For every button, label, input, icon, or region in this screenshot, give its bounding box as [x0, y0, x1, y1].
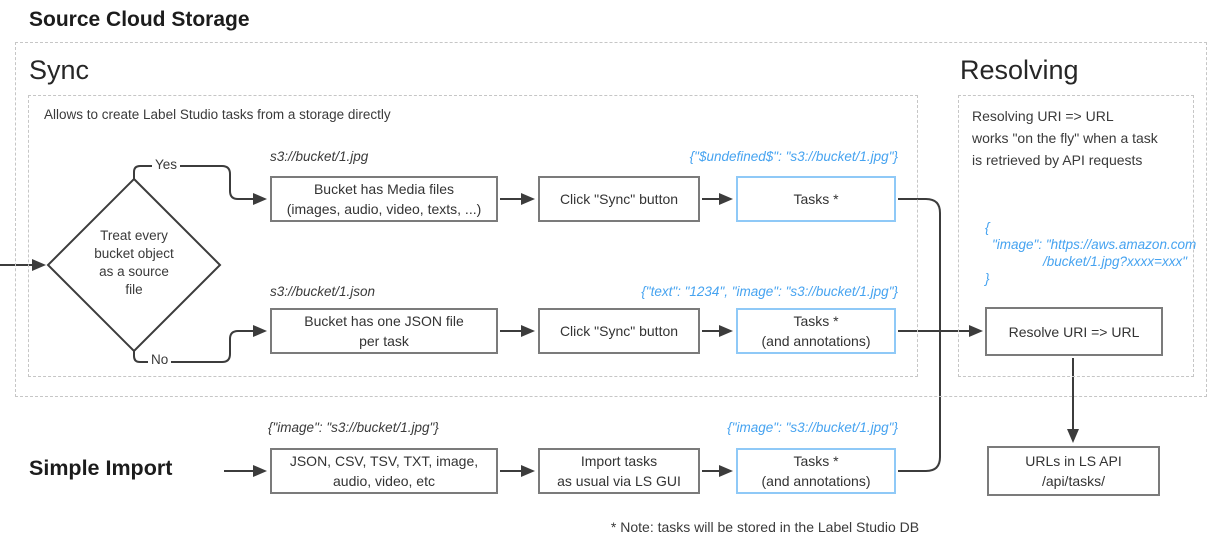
- json-uri-label: s3://bucket/1.json: [270, 284, 376, 299]
- resolving-inner-container: [958, 95, 1194, 377]
- sync-description: Allows to create Label Studio tasks from…: [44, 107, 391, 122]
- decision-diamond-label: Treat every bucket object as a source fi…: [94, 228, 174, 297]
- click-sync-button-box-2: Click "Sync" button: [538, 308, 700, 354]
- tasks-box-3: Tasks * (and annotations): [736, 448, 896, 494]
- import-tasks-gui-box: Import tasks as usual via LS GUI: [538, 448, 700, 494]
- import-formats-box: JSON, CSV, TSV, TXT, image, audio, video…: [270, 448, 498, 494]
- yes-branch-label: Yes: [152, 157, 181, 172]
- urls-in-ls-api-box: URLs in LS API /api/tasks/: [987, 446, 1160, 496]
- resolving-json-sample: { "image": "https://aws.amazon.com /buck…: [985, 220, 1197, 286]
- storage-outer-container: [15, 42, 1207, 397]
- connector-tasks3-merge: [898, 331, 941, 472]
- tasks3-json-label: {"image": "s3://bucket/1.jpg"}: [727, 420, 898, 435]
- media-uri-label: s3://bucket/1.jpg: [270, 149, 369, 164]
- tasks-box-1: Tasks *: [736, 176, 896, 222]
- bucket-media-files-box: Bucket has Media files (images, audio, v…: [270, 176, 498, 222]
- tasks1-json-label: {"$undefined$": "s3://bucket/1.jpg"}: [689, 149, 898, 164]
- simple-import-input-label: {"image": "s3://bucket/1.jpg"}: [268, 420, 439, 435]
- click-sync-button-box-1: Click "Sync" button: [538, 176, 700, 222]
- connector-tasks1-merge: [898, 198, 941, 331]
- footnote: * Note: tasks will be stored in the Labe…: [610, 519, 920, 535]
- sync-heading: Sync: [29, 55, 90, 85]
- arrow-yes-branch: [133, 165, 267, 205]
- bucket-json-file-box: Bucket has one JSON file per task: [270, 308, 498, 354]
- sync-inner-container: [28, 95, 918, 377]
- tasks-box-2: Tasks * (and annotations): [736, 308, 896, 354]
- resolving-description: Resolving URI => URL works "on the fly" …: [972, 108, 1158, 168]
- tasks2-json-label: {"text": "1234", "image": "s3://bucket/1…: [641, 284, 898, 299]
- arrow-no-branch: [133, 325, 267, 363]
- resolve-uri-box: Resolve URI => URL: [985, 307, 1163, 356]
- resolving-heading: Resolving: [960, 55, 1079, 85]
- page-title: Source Cloud Storage: [29, 8, 250, 31]
- no-branch-label: No: [148, 352, 172, 367]
- simple-import-heading: Simple Import: [29, 456, 173, 480]
